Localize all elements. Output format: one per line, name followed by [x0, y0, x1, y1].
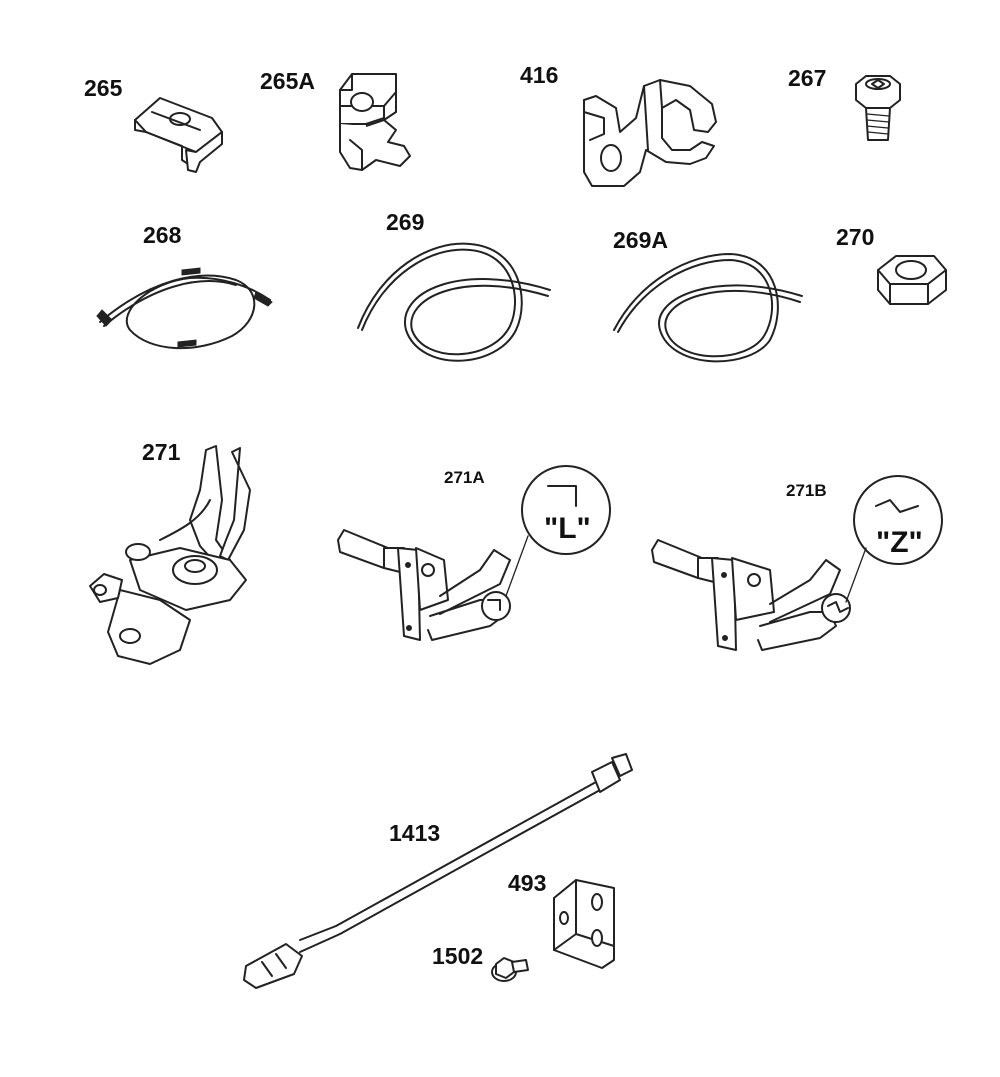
part-1502-screw-drawing — [491, 957, 529, 982]
part-271-control-drawing — [89, 445, 251, 665]
part-265-clamp-drawing — [134, 97, 223, 173]
callout-l-bend: "L" — [544, 512, 591, 545]
part-269-wire-drawing — [357, 242, 551, 362]
part-265A-clip-drawing — [339, 73, 411, 171]
part-270-nut-drawing — [877, 255, 947, 305]
part-label-269: 269 — [386, 209, 425, 235]
part-269A-wire-drawing — [613, 253, 803, 363]
part-268-cable-drawing — [96, 267, 273, 350]
part-label-269A: 269A — [613, 227, 668, 253]
part-416-bracket-drawing — [583, 79, 717, 187]
part-label-265A: 265A — [260, 68, 315, 94]
part-label-271B: 271B — [786, 481, 827, 500]
part-271B-control-drawing: "Z" — [651, 475, 943, 651]
part-label-271: 271 — [142, 439, 181, 465]
callout-z-bend: "Z" — [876, 526, 923, 559]
part-label-267: 267 — [788, 65, 827, 91]
part-label-1413: 1413 — [389, 820, 441, 846]
part-1413-harness-drawing — [243, 753, 633, 989]
part-267-bolt-drawing — [855, 75, 901, 141]
part-label-416: 416 — [520, 62, 559, 88]
part-271A-control-drawing: "L" — [337, 465, 611, 641]
part-label-493: 493 — [508, 870, 547, 896]
part-493-bracket-drawing — [553, 879, 615, 969]
part-label-268: 268 — [143, 222, 182, 248]
part-label-271A: 271A — [444, 468, 485, 487]
part-label-270: 270 — [836, 224, 875, 250]
part-label-1502: 1502 — [432, 943, 484, 969]
part-label-265: 265 — [84, 75, 123, 101]
